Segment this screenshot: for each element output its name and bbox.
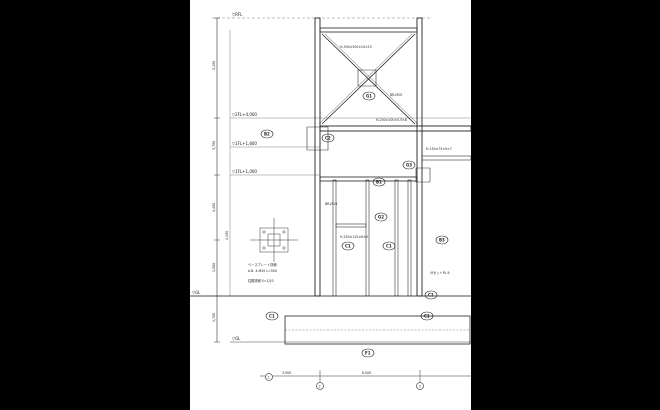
member-note: BR-M20 bbox=[390, 93, 402, 97]
level-label: ▽GL bbox=[232, 336, 241, 341]
footing bbox=[284, 315, 471, 345]
beam-label: B2 bbox=[264, 132, 270, 137]
detail-note: ベースプレート詳細 bbox=[248, 262, 277, 267]
column-left bbox=[314, 17, 321, 297]
member-notes: H-300×300×10×15 H-200×100×5.5×8 BR-M20 H… bbox=[325, 45, 452, 239]
gusset-plates bbox=[306, 69, 431, 183]
level-label: ▽1FL+1,000 bbox=[232, 169, 257, 174]
column-label: C1 bbox=[345, 244, 351, 249]
grid-bubbles: 1 2 3 bbox=[265, 373, 424, 390]
column-label: C1 bbox=[269, 314, 275, 319]
grid-bubble-label: 1 bbox=[268, 376, 270, 380]
dimension-value: 3,900 bbox=[282, 371, 291, 375]
footing-label: F1 bbox=[365, 351, 371, 356]
level-label: ▽GL bbox=[192, 290, 201, 295]
beam-label: B3 bbox=[439, 238, 445, 243]
level-labels: ▽RFL ▽2FL+4,000 ▽1FL+1,800 ▽1FL+1,000 ▽G… bbox=[192, 12, 257, 341]
beam-label: G1 bbox=[366, 94, 372, 99]
member-note: H-200×100×5.5×8 bbox=[376, 118, 407, 122]
detail-note: A.B. 4-M20 L=500 bbox=[248, 269, 277, 273]
level-lines bbox=[190, 17, 471, 343]
column-inner-2 bbox=[365, 179, 370, 297]
beam-label: B1 bbox=[376, 180, 382, 185]
dimension-value: 4,100 bbox=[225, 231, 229, 240]
column-inner-4 bbox=[407, 179, 412, 297]
level-label: ▽RFL bbox=[232, 12, 243, 17]
member-note: H-150×75×5×7 bbox=[426, 147, 452, 151]
cross-bracing bbox=[318, 33, 419, 125]
beam-door-head bbox=[335, 223, 367, 228]
columns bbox=[314, 17, 423, 297]
dimension-value: 3,700 bbox=[212, 141, 216, 150]
level-label: ▽2FL+4,000 bbox=[232, 112, 257, 117]
member-note: BR-M16 bbox=[325, 202, 337, 206]
column-inner-1 bbox=[332, 179, 337, 297]
level-label: ▽1FL+1,800 bbox=[232, 141, 257, 146]
column-right bbox=[416, 17, 423, 297]
column-bubbles: C1 C1 C1 C1 C2 C2 bbox=[265, 133, 438, 321]
member-bubbles: G1 G2 G3 B1 B2 B3 bbox=[260, 91, 449, 245]
beams bbox=[319, 27, 471, 228]
beam-right bbox=[421, 155, 471, 161]
grid-bubble-label: 3 bbox=[419, 385, 421, 389]
dimension-ticks bbox=[214, 17, 220, 343]
detail-note: ガセットPL-9 bbox=[430, 270, 450, 275]
member-note: H-300×300×10×15 bbox=[340, 45, 372, 49]
base-plate-detail bbox=[250, 218, 298, 262]
column-label: C1 bbox=[386, 244, 392, 249]
beam-2fl bbox=[319, 125, 471, 132]
structural-elevation-drawing: ▽RFL ▽2FL+4,000 ▽1FL+1,800 ▽1FL+1,000 ▽G… bbox=[190, 12, 471, 390]
column-label: C2 bbox=[325, 136, 331, 141]
dimension-value: 5,100 bbox=[212, 61, 216, 70]
detail-notes: ベースプレート詳細 A.B. 4-M20 L=500 柱脚詳細 S=1/20 ガ… bbox=[248, 262, 450, 283]
dimension-value: 1,700 bbox=[212, 313, 216, 322]
dimension-value: 1,500 bbox=[212, 263, 216, 272]
beam-label: G2 bbox=[378, 215, 384, 220]
grid-bubble-label: 2 bbox=[319, 385, 321, 389]
column-label: C2 bbox=[428, 293, 434, 298]
member-note: H-250×125×6×9 bbox=[340, 235, 368, 239]
left-dimensions: 5,100 3,700 4,400 4,100 1,500 1,700 bbox=[212, 61, 229, 322]
beam-top bbox=[319, 27, 418, 33]
dimension-value: 4,400 bbox=[212, 203, 216, 212]
column-inner-3 bbox=[394, 179, 399, 297]
detail-note: 柱脚詳細 S=1/20 bbox=[248, 278, 274, 283]
drawing-sheet[interactable]: ▽RFL ▽2FL+4,000 ▽1FL+1,800 ▽1FL+1,000 ▽G… bbox=[190, 0, 471, 410]
dimension-value: 6,000 bbox=[362, 371, 371, 375]
beam-1fl bbox=[319, 176, 418, 182]
column-label: C1 bbox=[424, 314, 430, 319]
beam-label: G3 bbox=[406, 163, 412, 168]
